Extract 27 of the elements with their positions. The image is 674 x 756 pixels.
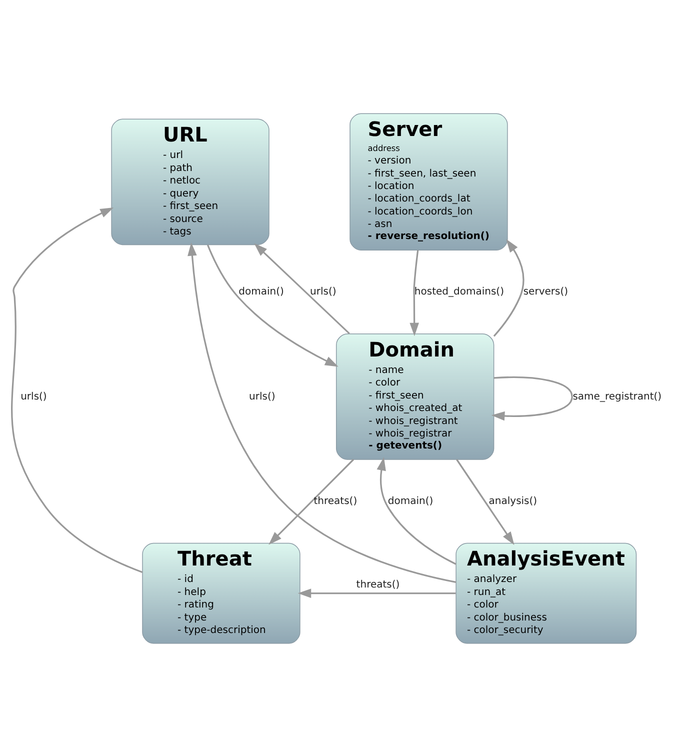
arrow <box>376 456 456 564</box>
node-box: Server address - version - first_seen, last_seen - location - location_coords_lat - location_coords_lon - asn - reverse_resolution() <box>350 112 508 250</box>
edge-label: same_registrant() <box>572 390 662 402</box>
edge-label: servers() <box>523 286 568 298</box>
arrow <box>456 458 514 545</box>
edge-label: urls() <box>20 390 47 402</box>
arrow <box>188 242 456 582</box>
edge-label: hosted_domains() <box>414 286 504 298</box>
arrow <box>254 242 350 334</box>
node-box: Domain - name - color - first_seen - whois_created_at - whois_registrant - whois_registrar - getevents() <box>336 333 494 460</box>
arrow <box>410 250 419 336</box>
arrow <box>298 588 456 598</box>
node-box: AnalysisEvent - analyzer - run_at - color - color_business - color_security <box>456 542 637 644</box>
node-box: URL - url - path - netloc - query - first_seen - source - tags <box>111 118 270 245</box>
arrow <box>268 458 354 544</box>
arrow <box>206 244 338 366</box>
arrow <box>11 207 143 573</box>
arrow <box>491 376 573 420</box>
node-box: Threat - id - help - rating - type - type-description <box>142 542 300 644</box>
edge-label: domain() <box>238 286 284 298</box>
edge-label: urls() <box>310 286 336 298</box>
edge-label: analysis() <box>488 495 538 506</box>
arrow <box>493 238 524 336</box>
edge-label: threats() <box>356 579 400 590</box>
edge-label: threats() <box>314 495 358 506</box>
edge-label: domain() <box>388 495 434 506</box>
edge-label: urls() <box>249 390 276 402</box>
